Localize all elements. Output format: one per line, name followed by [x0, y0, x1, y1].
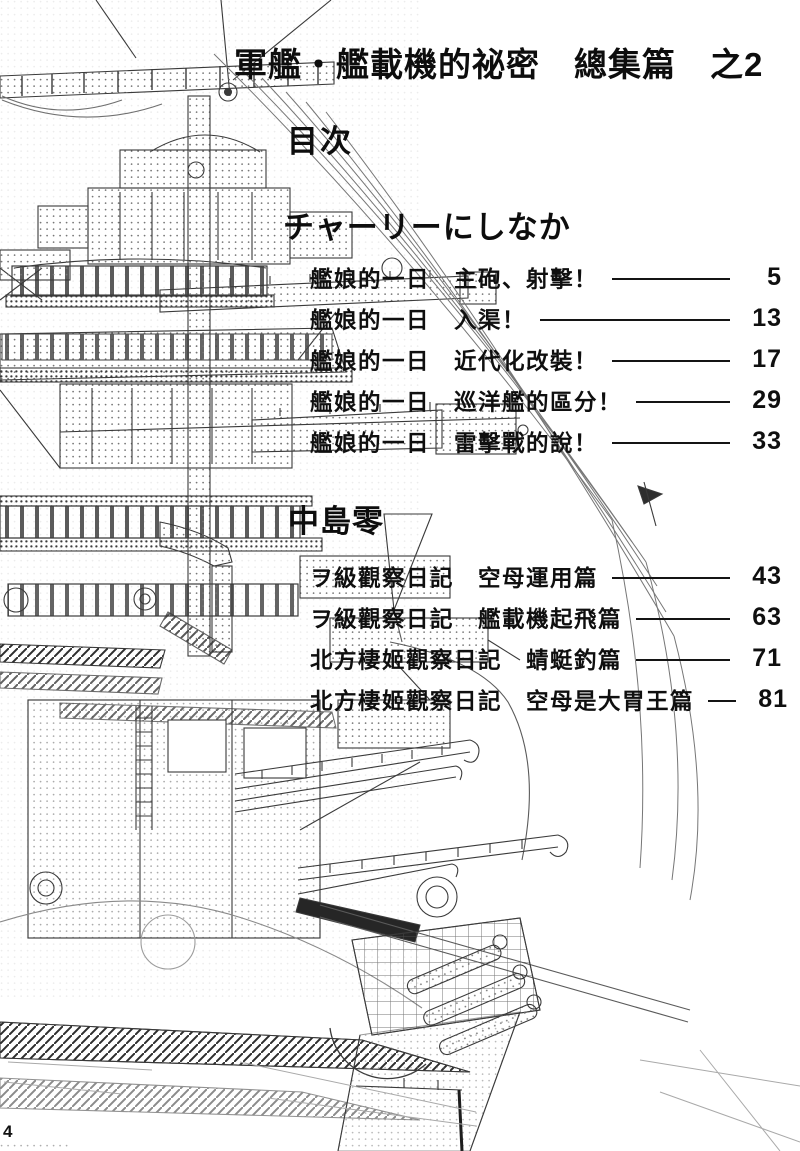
entry-page-number: 63	[752, 603, 782, 631]
entry-title: 艦娘的一日 巡洋艦的區分！	[310, 389, 623, 415]
section-author-nakajima-rei: 中島零	[288, 504, 384, 539]
toc-entry: 艦娘的一日 近代化改裝！ 17	[310, 339, 782, 380]
leader-line	[636, 400, 730, 403]
entry-title: 北方棲姬觀察日記 空母是大胃王篇	[310, 688, 695, 714]
toc-entry: 艦娘的一日 主砲、射擊！ 5	[310, 257, 782, 298]
leader-line	[636, 658, 730, 661]
toc-entry: 北方棲姬觀察日記 空母是大胃王篇 81	[310, 679, 787, 720]
entry-page-number: 71	[752, 644, 782, 672]
entry-page-number: 17	[752, 345, 782, 373]
entry-page-number: 33	[752, 427, 782, 455]
section-author-charlie-nishinaka: チャーリーにしなか	[283, 210, 571, 245]
page-number: 4	[3, 1122, 13, 1141]
toc-entry: 北方棲姬觀察日記 蜻蜓釣篇 71	[310, 638, 782, 679]
toc-entry: 艦娘的一日 雷擊戰的說！ 33	[310, 421, 782, 462]
leader-line	[612, 277, 730, 280]
entry-title: 艦娘的一日 主砲、射擊！	[310, 266, 599, 292]
leader-line	[540, 318, 730, 321]
leader-line	[636, 617, 730, 620]
entry-page-number: 43	[752, 562, 782, 590]
entry-title: 艦娘的一日 雷擊戰的說！	[310, 430, 599, 456]
entry-title: ヲ級觀察日記 空母運用篇	[310, 565, 599, 591]
leader-line	[612, 576, 730, 579]
leader-line	[708, 699, 737, 702]
entry-page-number: 5	[767, 263, 782, 291]
toc-entry: 艦娘的一日 入渠！ 13	[310, 298, 782, 339]
entry-title: ヲ級觀察日記 艦載機起飛篇	[310, 606, 623, 632]
toc-group-1: 艦娘的一日 主砲、射擊！ 5 艦娘的一日 入渠！ 13 艦娘的一日 近代化改裝！…	[310, 257, 782, 462]
toc-entry: 艦娘的一日 巡洋艦的區分！ 29	[310, 380, 782, 421]
toc-group-2: ヲ級觀察日記 空母運用篇 43 ヲ級觀察日記 艦載機起飛篇 63 北方棲姬觀察日…	[310, 556, 787, 720]
entry-title: 北方棲姬觀察日記 蜻蜓釣篇	[310, 647, 623, 673]
entry-page-number: 81	[758, 685, 789, 713]
entry-title: 艦娘的一日 近代化改裝！	[310, 348, 599, 374]
toc-entry: ヲ級觀察日記 艦載機起飛篇 63	[310, 597, 782, 638]
leader-line	[612, 359, 730, 362]
entry-title: 艦娘的一日 入渠！	[310, 307, 527, 333]
toc-entry: ヲ級觀察日記 空母運用篇 43	[310, 556, 782, 597]
entry-page-number: 13	[752, 304, 782, 332]
toc-heading: 目次	[287, 124, 353, 159]
book-title: 軍艦・艦載機的祕密 總集篇 之2	[234, 46, 764, 83]
leader-line	[612, 441, 730, 444]
entry-page-number: 29	[752, 386, 782, 414]
